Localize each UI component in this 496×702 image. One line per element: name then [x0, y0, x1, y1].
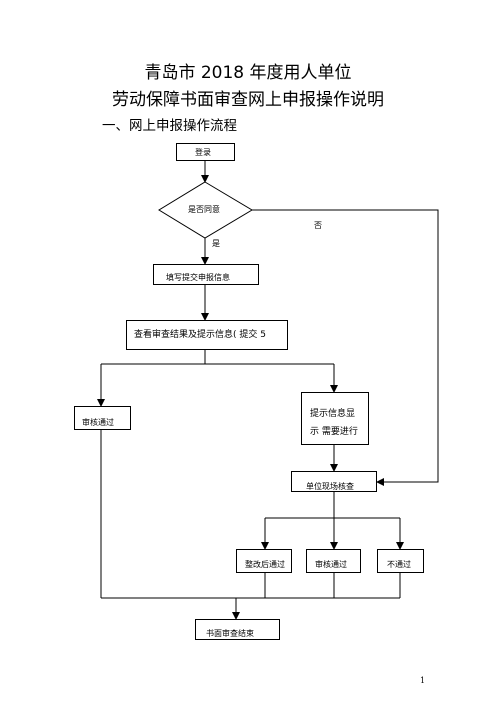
rectify-pass-box: 整改后通过: [236, 549, 292, 573]
edge-label-no: 否: [314, 221, 322, 230]
prompt-info-box: 提示信息显 示 需要进行: [301, 392, 369, 445]
section-heading: 一、网上申报操作流程: [102, 118, 237, 134]
prompt-info-line2: 示 需要进行: [310, 427, 358, 437]
agree-decision-label: 是否同意: [188, 205, 220, 214]
login-label: 登录: [195, 148, 211, 157]
finish-label: 书面审查结束: [206, 629, 254, 638]
review-pass-label: 审核通过: [315, 560, 347, 569]
fill-submit-label: 填写提交申报信息: [166, 273, 230, 282]
fail-box: 不通过: [377, 549, 424, 573]
onsite-check-label: 单位现场核查: [306, 482, 354, 491]
online-pass-label: 审核通过: [82, 418, 114, 427]
page-number: 1: [420, 676, 426, 685]
online-pass-box: 审核通过: [74, 406, 131, 430]
fail-label: 不通过: [387, 560, 411, 569]
document-title-line2: 劳动保障书面审查网上申报操作说明: [112, 90, 384, 110]
view-result-label: 查看审查结果及提示信息( 提交 5: [134, 330, 266, 340]
rectify-pass-label: 整改后通过: [245, 560, 285, 569]
decision-diamond-agree: [158, 181, 253, 239]
document-title-line1: 青岛市 2018 年度用人单位: [144, 63, 352, 83]
review-pass-box: 审核通过: [306, 549, 361, 573]
edge-label-yes: 是: [212, 239, 220, 248]
onsite-check-box: 单位现场核查: [291, 471, 377, 492]
finish-box: 书面审查结束: [195, 619, 280, 640]
prompt-info-line1: 提示信息显: [310, 409, 356, 419]
fill-submit-box: 填写提交申报信息: [153, 264, 259, 285]
login-box: 登录: [176, 143, 235, 161]
view-result-box: 查看审查结果及提示信息( 提交 5: [126, 320, 288, 350]
